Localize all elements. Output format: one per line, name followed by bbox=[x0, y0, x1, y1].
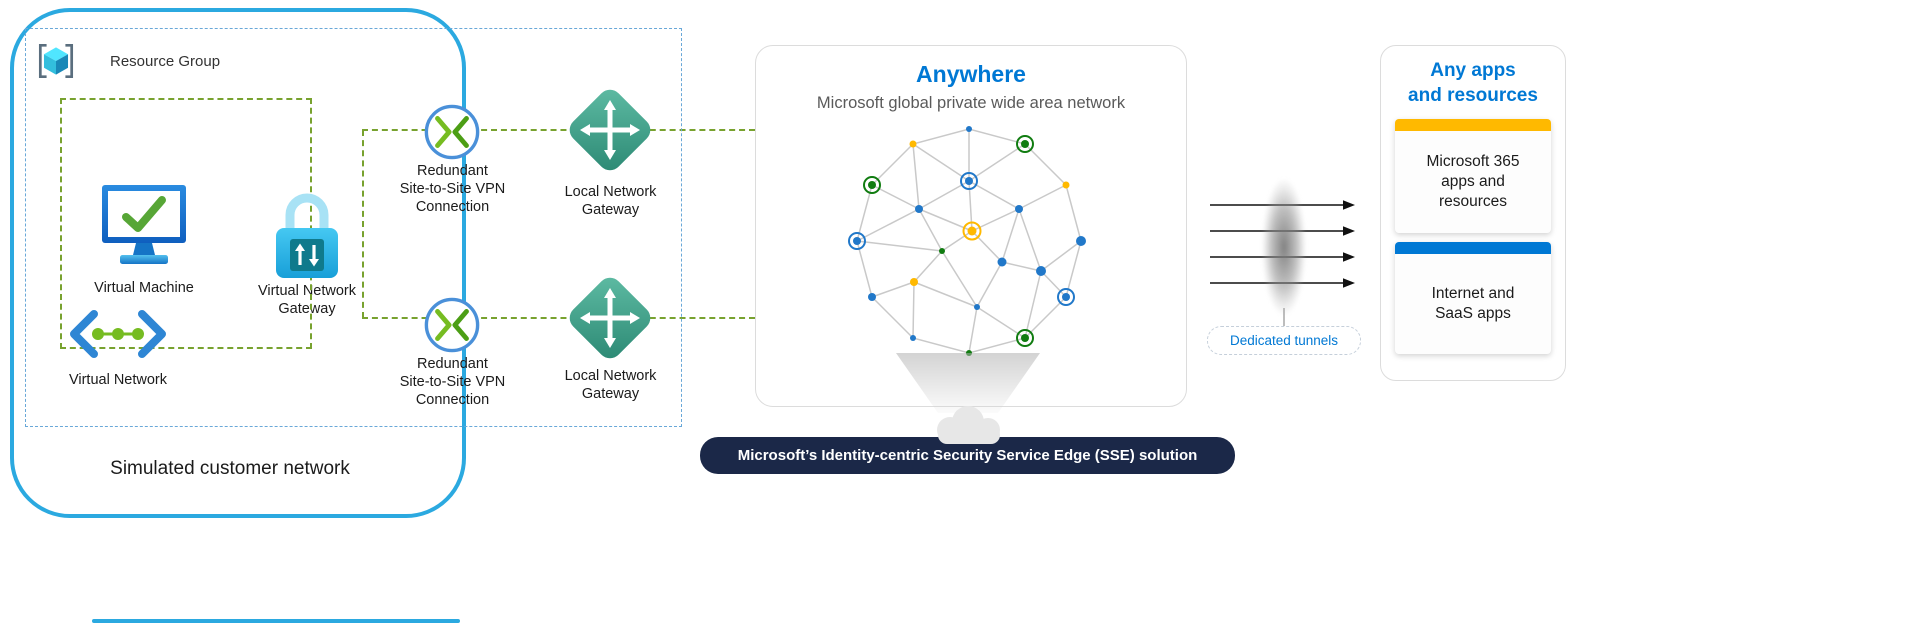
local-network-gateway-label-bottom: Local Network Gateway bbox=[564, 368, 657, 402]
virtual-network-gateway-icon bbox=[276, 193, 338, 278]
resource-group-box bbox=[25, 28, 682, 427]
vpn-connection-label-bottom: Redundant Site-to-Site VPN Connection bbox=[399, 356, 506, 408]
m365-apps-box: Microsoft 365 apps and resources bbox=[1395, 119, 1551, 233]
virtual-network-gateway-label: Virtual Network Gateway bbox=[257, 283, 357, 317]
saas-apps-label: Internet and SaaS apps bbox=[1431, 284, 1515, 322]
local-network-gateway-label-top: Local Network Gateway bbox=[564, 184, 657, 218]
customer-network-boundary-bottom bbox=[92, 619, 460, 623]
tunnel-ellipse bbox=[1262, 179, 1306, 315]
wan-panel-subtitle: Microsoft global private wide area netwo… bbox=[816, 94, 1126, 112]
virtual-machine-icon bbox=[102, 185, 186, 264]
virtual-network-label: Virtual Network bbox=[68, 372, 168, 388]
saas-apps-box: Internet and SaaS apps bbox=[1395, 242, 1551, 354]
customer-network-label: Simulated customer network bbox=[110, 458, 350, 479]
virtual-network-boundary bbox=[60, 98, 312, 349]
vpn-connector-vertical bbox=[362, 130, 364, 318]
m365-apps-label: Microsoft 365 apps and resources bbox=[1426, 152, 1520, 211]
virtual-machine-label: Virtual Machine bbox=[94, 280, 194, 296]
vpn-connection-icon-top bbox=[424, 104, 480, 160]
local-network-gateway-icon-bottom bbox=[569, 277, 651, 359]
vpn-connection-label-top: Redundant Site-to-Site VPN Connection bbox=[399, 163, 506, 215]
apps-panel-title: Any apps and resources bbox=[1408, 60, 1538, 106]
apps-panel: Any apps and resources Microsoft 365 app… bbox=[1380, 45, 1566, 381]
vpn-connector-bottom bbox=[362, 317, 755, 319]
m365-accent-bar bbox=[1395, 119, 1551, 131]
dedicated-tunnels-text: Dedicated tunnels bbox=[1229, 333, 1339, 348]
cloud-icon bbox=[937, 406, 1000, 444]
wan-panel-title: Anywhere bbox=[916, 61, 1026, 87]
resource-group-label: Resource Group bbox=[110, 53, 221, 70]
customer-network-boundary bbox=[10, 8, 466, 518]
virtual-network-icon bbox=[70, 310, 166, 358]
vpn-connector-top bbox=[362, 129, 755, 131]
saas-accent-bar bbox=[1395, 242, 1551, 254]
network-globe-graphic bbox=[848, 126, 1086, 356]
sse-banner-label: Microsoft’s Identity-centric Security Se… bbox=[737, 447, 1198, 464]
resource-group-icon bbox=[38, 43, 74, 79]
vpn-connection-icon-bottom bbox=[424, 297, 480, 353]
dedicated-tunnels-label: Dedicated tunnels bbox=[1207, 326, 1361, 355]
local-network-gateway-icon-top bbox=[569, 89, 651, 171]
wan-panel: Anywhere Microsoft global private wide a… bbox=[755, 45, 1187, 407]
tunnel-stem bbox=[1283, 308, 1285, 328]
